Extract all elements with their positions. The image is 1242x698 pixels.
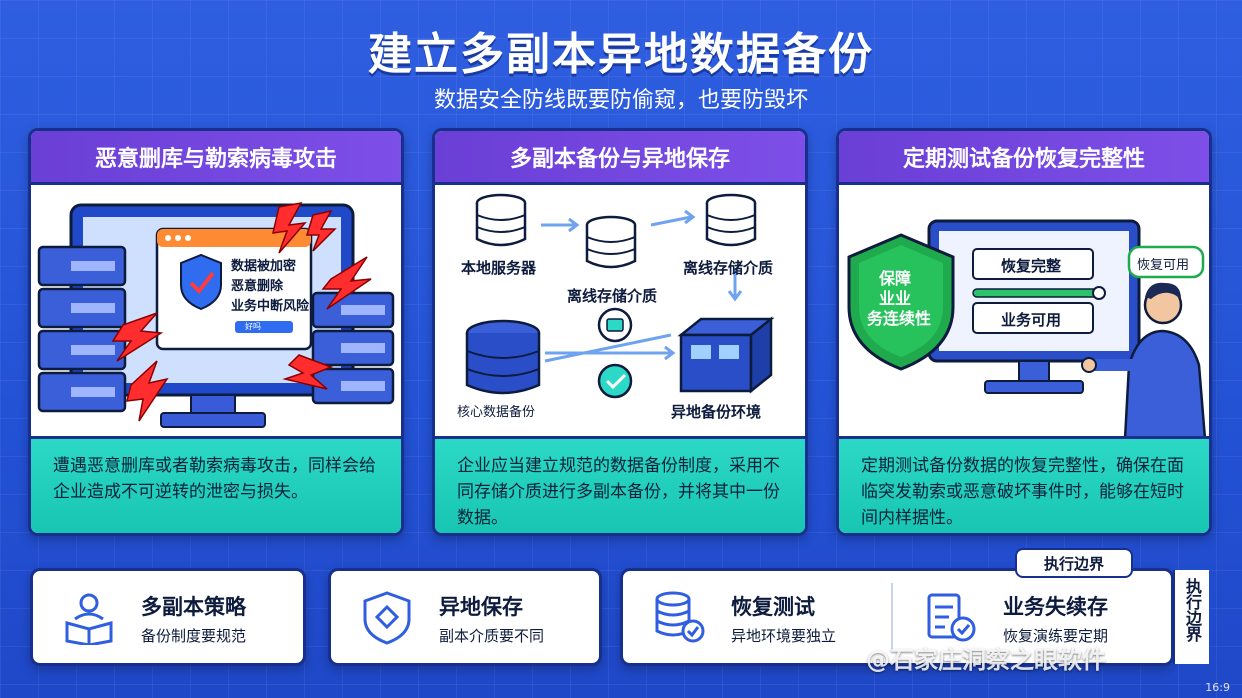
speech-bubble: 恢复可用 bbox=[1137, 258, 1190, 273]
shield-text-line-1: 保障 bbox=[879, 269, 912, 288]
card-backup-title: 多副本备份与异地保存 bbox=[435, 131, 805, 185]
screen-item-restore-complete: 恢复完整 bbox=[1001, 257, 1062, 275]
card-attack-illustration: 数据被加密 恶意删除 业务中断风险 好吗 bbox=[31, 185, 401, 439]
bottom-item-desc: 备份制度要规范 bbox=[141, 627, 247, 645]
shield-text-line-2: 业业 bbox=[879, 289, 912, 308]
bottom-item-name: 恢复测试 bbox=[731, 595, 815, 619]
shield-text-line-3: 务连续性 bbox=[867, 309, 932, 328]
recovery-test-scene-icon bbox=[847, 219, 1207, 439]
card-backup-description: 企业应当建立规范的数据备份制度，采用不同存储介质进行多副本备份，并将其中一份数据… bbox=[435, 436, 805, 533]
card-backup: 多副本备份与异地保存 bbox=[432, 128, 808, 536]
bottom-item-desc: 异地环境要独立 bbox=[731, 627, 837, 645]
ransomware-scene-icon bbox=[37, 201, 395, 428]
bottom-item-name: 异地保存 bbox=[439, 595, 523, 619]
popup-line-interrupt: 业务中断风险 bbox=[231, 299, 310, 314]
card-test-title: 定期测试备份恢复完整性 bbox=[839, 131, 1209, 185]
popup-line-encrypted: 数据被加密 bbox=[231, 259, 297, 274]
people-book-icon bbox=[65, 593, 113, 645]
popup-line-deleted: 恶意删除 bbox=[231, 279, 284, 294]
watermark: @石家庄洞察之眼软件 bbox=[866, 646, 1106, 674]
card-test: 定期测试备份恢复完整性 保障 业业 务连续性 恢复完整 bbox=[836, 128, 1212, 536]
database-check-icon bbox=[655, 591, 705, 643]
label-core-backup: 核心数据备份 bbox=[457, 405, 536, 420]
execution-boundary-tag: 执行边界 bbox=[1015, 548, 1133, 578]
bottom-panel-3: 恢复测试 异地环境要独立 业务失续存 恢复演练要定期 bbox=[620, 568, 1174, 666]
screen-item-business-available: 业务可用 bbox=[1001, 311, 1062, 329]
shield-icon bbox=[363, 591, 411, 645]
label-offline-media-1: 离线存储介质 bbox=[567, 287, 658, 305]
page-subtitle: 数据安全防线既要防偷窥，也要防毁坏 bbox=[433, 88, 808, 113]
bottom-panel-2: 异地保存 副本介质要不同 bbox=[328, 568, 602, 666]
popup-button[interactable]: 好吗 bbox=[245, 322, 261, 331]
bottom-item-offsite: 异地保存 副本介质要不同 bbox=[331, 571, 599, 663]
card-test-description: 定期测试备份数据的恢复完整性，确保在面临突发勒索或恶意破坏事件时，能够在短时间内… bbox=[839, 436, 1209, 533]
card-backup-illustration: 本地服务器 离线存储介质 离线存储介质 核心数据备份 异地备份环境 bbox=[435, 185, 805, 439]
bottom-item-restore-test: 恢复测试 异地环境要独立 bbox=[623, 571, 893, 663]
execution-boundary-vertical: 执行边界 bbox=[1173, 570, 1209, 664]
bottom-item-continuity: 业务失续存 恢复演练要定期 bbox=[895, 571, 1171, 663]
label-local-server: 本地服务器 bbox=[461, 259, 537, 277]
card-test-illustration: 保障 业业 务连续性 恢复完整 业务可用 恢复可用 bbox=[839, 185, 1209, 439]
document-check-icon bbox=[927, 593, 976, 642]
label-remote-env: 异地备份环境 bbox=[671, 403, 762, 421]
divider bbox=[891, 583, 893, 651]
bottom-panel-1: 多副本策略 备份制度要规范 bbox=[30, 568, 306, 666]
backup-flow-icon bbox=[465, 193, 775, 399]
card-attack-description: 遭遇恶意删库或者勒索病毒攻击，同样会给企业造成不可逆转的泄密与损失。 bbox=[31, 436, 401, 533]
page-title: 建立多副本异地数据备份 bbox=[368, 29, 874, 80]
bottom-item-name: 多副本策略 bbox=[141, 595, 246, 619]
bottom-item-multi-copy: 多副本策略 备份制度要规范 bbox=[33, 571, 303, 663]
aspect-ratio-label: 16:9 bbox=[1205, 681, 1230, 694]
bottom-item-desc: 副本介质要不同 bbox=[439, 627, 545, 645]
label-offline-media-2: 离线存储介质 bbox=[683, 259, 774, 277]
bottom-item-name: 业务失续存 bbox=[1003, 595, 1108, 619]
card-attack: 恶意删库与勒索病毒攻击 bbox=[28, 128, 404, 536]
card-attack-title: 恶意删库与勒索病毒攻击 bbox=[31, 131, 401, 185]
bottom-item-desc: 恢复演练要定期 bbox=[1003, 627, 1109, 645]
